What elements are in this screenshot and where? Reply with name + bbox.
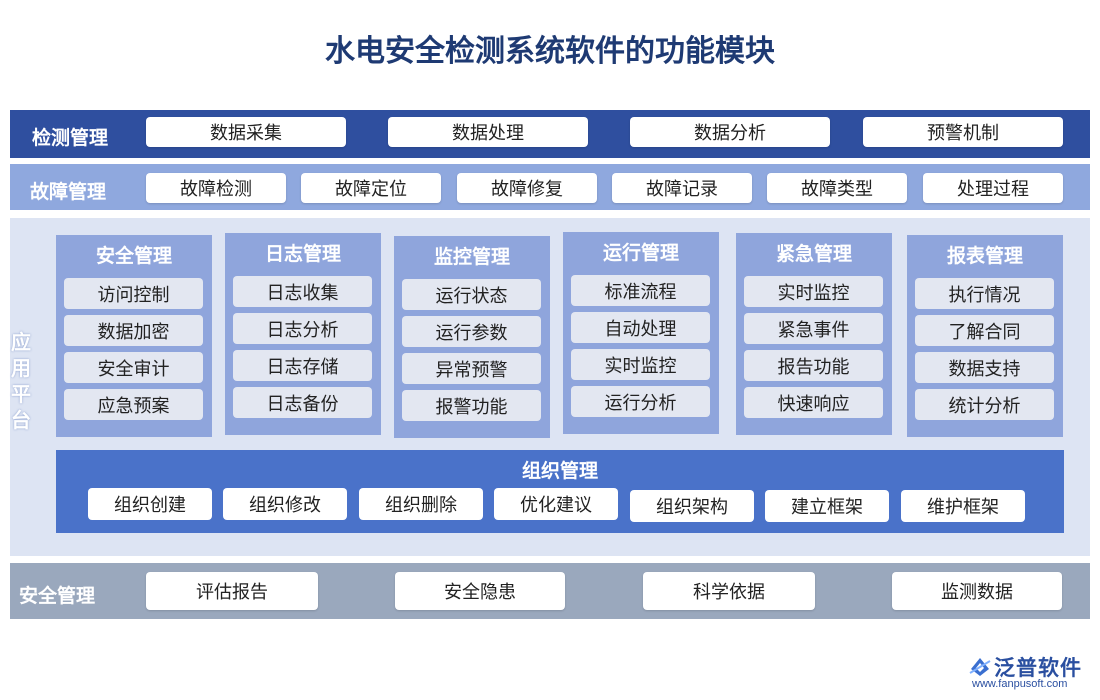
detection-management-band: 检测管理 数据采集 数据处理 数据分析 预警机制 xyxy=(10,110,1090,158)
organization-management-panel: 组织管理 组织创建 组织修改 组织删除 优化建议 组织架构 建立框架 维护框架 xyxy=(56,450,1064,533)
panel-item[interactable]: 运行分析 xyxy=(571,386,710,417)
safety-hazard-chip[interactable]: 安全隐患 xyxy=(395,572,565,610)
panel-item[interactable]: 了解合同 xyxy=(915,315,1054,346)
security-management-label: 安全管理 xyxy=(19,586,96,607)
panel-item[interactable]: 自动处理 xyxy=(571,312,710,343)
panel-item[interactable]: 安全审计 xyxy=(64,352,203,383)
assessment-report-chip[interactable]: 评估报告 xyxy=(146,572,318,610)
handling-process-chip[interactable]: 处理过程 xyxy=(923,173,1063,203)
panel-item[interactable]: 统计分析 xyxy=(915,389,1054,420)
panel-item[interactable]: 异常预警 xyxy=(402,353,541,384)
org-item[interactable]: 组织架构 xyxy=(630,490,754,522)
org-item[interactable]: 建立框架 xyxy=(765,490,889,522)
org-item[interactable]: 维护框架 xyxy=(901,490,1025,522)
fault-type-chip[interactable]: 故障类型 xyxy=(767,173,907,203)
fault-location-chip[interactable]: 故障定位 xyxy=(301,173,441,203)
panel-title: 日志管理 xyxy=(264,244,341,265)
panel-item[interactable]: 日志收集 xyxy=(233,276,372,307)
monitoring-data-chip[interactable]: 监测数据 xyxy=(892,572,1062,610)
data-processing-chip[interactable]: 数据处理 xyxy=(388,117,588,147)
organization-management-title: 组织管理 xyxy=(521,461,598,482)
panel-item[interactable]: 实时监控 xyxy=(571,349,710,380)
panel-title: 监控管理 xyxy=(433,247,510,268)
panel-title: 运行管理 xyxy=(602,243,679,264)
application-platform-label: 应用平台 xyxy=(11,332,31,432)
panel-item[interactable]: 运行参数 xyxy=(402,316,541,347)
panel-emergency-management: 紧急管理 实时监控 紧急事件 报告功能 快速响应 xyxy=(736,233,892,435)
panel-item[interactable]: 执行情况 xyxy=(915,278,1054,309)
panel-title: 报表管理 xyxy=(946,246,1023,267)
fault-management-label: 故障管理 xyxy=(30,182,107,203)
panel-report-management: 报表管理 执行情况 了解合同 数据支持 统计分析 xyxy=(907,235,1063,437)
panel-log-management: 日志管理 日志收集 日志分析 日志存储 日志备份 xyxy=(225,233,381,435)
org-item[interactable]: 组织删除 xyxy=(359,488,483,520)
page-title: 水电安全检测系统软件的功能模块 xyxy=(325,35,775,68)
logo-url: www.fanpusoft.com xyxy=(972,678,1068,690)
org-item[interactable]: 优化建议 xyxy=(494,488,618,520)
panel-monitoring-management: 监控管理 运行状态 运行参数 异常预警 报警功能 xyxy=(394,236,550,438)
panel-security-management: 安全管理 访问控制 数据加密 安全审计 应急预案 xyxy=(56,235,212,437)
panel-item[interactable]: 应急预案 xyxy=(64,389,203,420)
panel-title: 安全管理 xyxy=(95,246,172,267)
panel-item[interactable]: 运行状态 xyxy=(402,279,541,310)
panel-item[interactable]: 数据支持 xyxy=(915,352,1054,383)
panel-item[interactable]: 实时监控 xyxy=(744,276,883,307)
security-management-band: 安全管理 评估报告 安全隐患 科学依据 监测数据 xyxy=(10,563,1090,619)
fault-repair-chip[interactable]: 故障修复 xyxy=(457,173,597,203)
org-item[interactable]: 组织创建 xyxy=(88,488,212,520)
warning-mechanism-chip[interactable]: 预警机制 xyxy=(863,117,1063,147)
panel-item[interactable]: 日志存储 xyxy=(233,350,372,381)
fault-management-band: 故障管理 故障检测 故障定位 故障修复 故障记录 故障类型 处理过程 xyxy=(10,164,1090,210)
panel-item[interactable]: 日志分析 xyxy=(233,313,372,344)
panel-item[interactable]: 日志备份 xyxy=(233,387,372,418)
org-item[interactable]: 组织修改 xyxy=(223,488,347,520)
panel-item[interactable]: 紧急事件 xyxy=(744,313,883,344)
panel-item[interactable]: 数据加密 xyxy=(64,315,203,346)
panel-operation-management: 运行管理 标准流程 自动处理 实时监控 运行分析 xyxy=(563,232,719,434)
detection-management-label: 检测管理 xyxy=(32,128,109,149)
data-analysis-chip[interactable]: 数据分析 xyxy=(630,117,830,147)
fault-detection-chip[interactable]: 故障检测 xyxy=(146,173,286,203)
panel-item[interactable]: 访问控制 xyxy=(64,278,203,309)
panel-title: 紧急管理 xyxy=(775,244,852,265)
data-collection-chip[interactable]: 数据采集 xyxy=(146,117,346,147)
logo-name: 泛普软件 xyxy=(994,657,1082,680)
scientific-basis-chip[interactable]: 科学依据 xyxy=(643,572,815,610)
panel-item[interactable]: 报告功能 xyxy=(744,350,883,381)
panel-item[interactable]: 标准流程 xyxy=(571,275,710,306)
fault-record-chip[interactable]: 故障记录 xyxy=(612,173,752,203)
panel-item[interactable]: 报警功能 xyxy=(402,390,541,421)
company-logo: 泛普软件 www.fanpusoft.com xyxy=(968,652,1093,692)
logo-mark-icon xyxy=(969,658,991,676)
panel-item[interactable]: 快速响应 xyxy=(744,387,883,418)
